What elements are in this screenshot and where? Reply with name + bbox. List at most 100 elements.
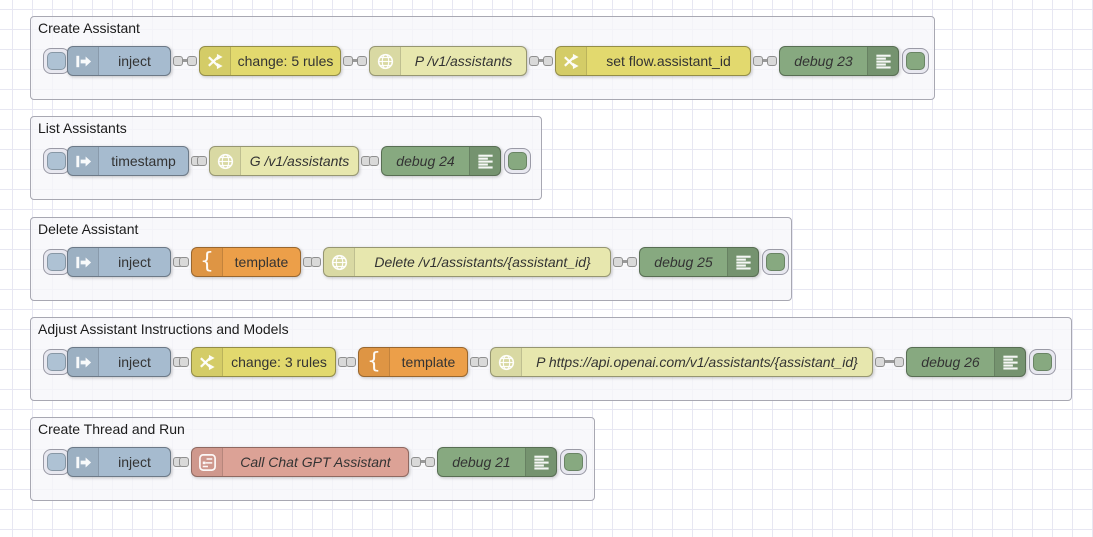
wire[interactable] [347,59,363,62]
template-node[interactable]: { template [358,347,468,377]
group-label: Create Assistant [38,20,140,36]
inject-trigger-button-fill [47,52,66,70]
wire[interactable] [177,59,193,62]
inject-trigger-button-fill [47,253,66,271]
node-label: debug 26 [921,354,980,370]
inject-node[interactable]: inject [67,46,171,76]
inject-trigger-button-fill [47,353,66,371]
node-label: debug 23 [794,53,853,69]
group-label: Create Thread and Run [38,421,185,437]
template-node[interactable]: { template [191,247,301,277]
group-list-assistants[interactable]: List Assistants timestamp G /v1/assistan… [30,116,542,200]
input-port[interactable] [357,56,367,66]
change-node[interactable]: set flow.assistant_id [555,46,751,76]
input-port[interactable] [179,457,189,467]
debug-toggle-button-fill [1033,353,1052,371]
node-label: timestamp [111,153,176,169]
node-label: debug 24 [396,153,455,169]
debug-node[interactable]: debug 23 [779,46,899,76]
input-port[interactable] [197,156,207,166]
output-port[interactable] [343,56,353,66]
group-adjust-assistant[interactable]: Adjust Assistant Instructions and Models… [30,317,1072,401]
input-port[interactable] [311,257,321,267]
debug-toggle-button[interactable] [762,249,789,275]
node-label: inject [118,254,151,270]
inject-icon [68,348,99,376]
subflow-node[interactable]: Call Chat GPT Assistant [191,447,409,477]
change-node[interactable]: change: 3 rules [191,347,336,377]
input-port[interactable] [369,156,379,166]
inject-node[interactable]: inject [67,447,171,477]
input-port[interactable] [627,257,637,267]
node-label: Delete /v1/assistants/{assistant_id} [374,254,591,270]
group-label: Delete Assistant [38,221,139,237]
inject-icon [68,147,99,175]
output-port[interactable] [613,257,623,267]
globe-icon [324,248,355,276]
input-port[interactable] [543,56,553,66]
debug-node[interactable]: debug 24 [381,146,501,176]
wire[interactable] [617,260,633,263]
debug-toggle-button[interactable] [1029,349,1056,375]
debug-node[interactable]: debug 21 [437,447,557,477]
debug-toggle-button-fill [508,152,527,170]
inject-trigger-button[interactable] [43,249,70,275]
node-label: inject [118,454,151,470]
debug-toggle-button-fill [564,453,583,471]
subflow-icon [192,448,223,476]
node-label: P /v1/assistants [414,53,513,69]
node-label: debug 21 [452,454,511,470]
input-port[interactable] [425,457,435,467]
input-port[interactable] [346,357,356,367]
input-port[interactable] [179,357,189,367]
inject-trigger-button[interactable] [43,349,70,375]
inject-trigger-button[interactable] [43,48,70,74]
group-create-assistant[interactable]: Create Assistant inject change: 5 rules … [30,16,935,100]
http-request-node[interactable]: P https://api.openai.com/v1/assistants/{… [490,347,873,377]
debug-node[interactable]: debug 25 [639,247,759,277]
debug-toggle-button[interactable] [504,148,531,174]
debug-toggle-button-fill [766,253,785,271]
wire[interactable] [757,59,773,62]
node-label: inject [118,354,151,370]
change-icon [556,47,587,75]
output-port[interactable] [529,56,539,66]
globe-icon [210,147,241,175]
node-label: G /v1/assistants [249,153,350,169]
wire[interactable] [533,59,549,62]
debug-toggle-button[interactable] [560,449,587,475]
input-port[interactable] [478,357,488,367]
input-port[interactable] [894,357,904,367]
wire[interactable] [879,360,900,363]
node-label: inject [118,53,151,69]
debug-toggle-button[interactable] [902,48,929,74]
inject-node[interactable]: inject [67,247,171,277]
group-delete-assistant[interactable]: Delete Assistant inject { template Delet… [30,217,792,301]
output-port[interactable] [173,56,183,66]
inject-trigger-button[interactable] [43,148,70,174]
debug-icon [727,248,758,276]
debug-icon [469,147,500,175]
curly-brace-icon: { [192,248,223,276]
http-request-node[interactable]: G /v1/assistants [209,146,359,176]
change-node[interactable]: change: 5 rules [199,46,341,76]
inject-node[interactable]: inject [67,347,171,377]
output-port[interactable] [875,357,885,367]
change-icon [200,47,231,75]
inject-node[interactable]: timestamp [67,146,189,176]
input-port[interactable] [179,257,189,267]
debug-icon [867,47,898,75]
output-port[interactable] [411,457,421,467]
group-label: Adjust Assistant Instructions and Models [38,321,289,337]
globe-icon [370,47,401,75]
http-request-node[interactable]: P /v1/assistants [369,46,527,76]
input-port[interactable] [767,56,777,66]
inject-trigger-button[interactable] [43,449,70,475]
debug-node[interactable]: debug 26 [906,347,1026,377]
wire[interactable] [415,460,431,463]
group-create-thread-and-run[interactable]: Create Thread and Run inject Call Chat G… [30,417,595,501]
output-port[interactable] [753,56,763,66]
http-request-node[interactable]: Delete /v1/assistants/{assistant_id} [323,247,611,277]
input-port[interactable] [187,56,197,66]
